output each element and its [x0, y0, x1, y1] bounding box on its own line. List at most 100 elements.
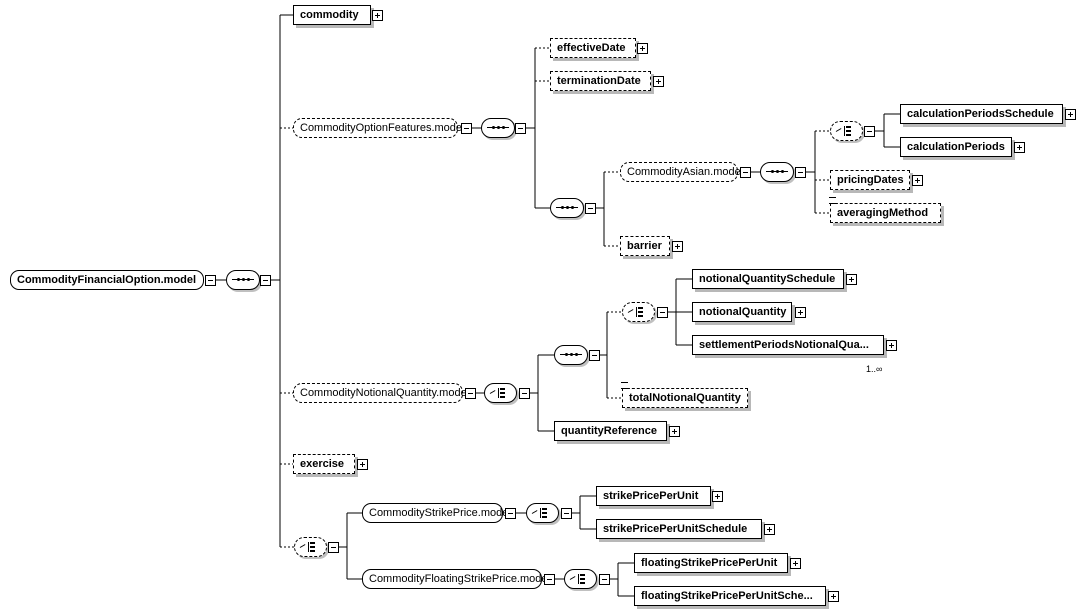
- element-pricing-dates[interactable]: pricingDates: [830, 170, 910, 190]
- element-label: strikePricePerUnit: [603, 489, 699, 502]
- strike-price-per-unit-expand-button[interactable]: [712, 491, 723, 502]
- effective-date-expand-button[interactable]: [637, 43, 648, 54]
- element-strike-price-per-unit-schedule[interactable]: strikePricePerUnitSchedule: [596, 519, 762, 539]
- element-calculation-periods-schedule[interactable]: calculationPeriodsSchedule: [900, 104, 1063, 124]
- group-label: CommodityNotionalQuantity.model: [300, 386, 470, 399]
- strike-choice-collapse-button[interactable]: [328, 542, 339, 553]
- element-label: calculationPeriodsSchedule: [907, 107, 1054, 120]
- group-commodity-strike-price[interactable]: CommodityStrikePrice.model: [362, 503, 511, 523]
- choice-icon: [300, 541, 322, 553]
- element-quantity-reference[interactable]: quantityReference: [554, 421, 667, 441]
- element-label: terminationDate: [557, 74, 641, 87]
- group-label: CommodityFloatingStrikePrice.model: [369, 572, 550, 585]
- floating-strike-price-per-unit-expand-button[interactable]: [790, 558, 801, 569]
- notional-quantity-collapse-button[interactable]: [465, 388, 476, 399]
- sequence-icon: [560, 351, 582, 359]
- quantity-reference-expand-button[interactable]: [669, 426, 680, 437]
- group-commodity-option-features[interactable]: CommodityOptionFeatures.model: [293, 118, 464, 138]
- element-termination-date[interactable]: terminationDate: [550, 71, 651, 91]
- element-label: floatingStrikePricePerUnitSche...: [641, 589, 813, 602]
- element-floating-strike-price-per-unit[interactable]: floatingStrikePricePerUnit: [634, 553, 788, 573]
- asian-barrier-sequence: [550, 198, 584, 218]
- element-label: barrier: [627, 239, 662, 252]
- element-label: settlementPeriodsNotionalQua...: [699, 338, 869, 351]
- notional-quantity-expand-button[interactable]: [795, 307, 806, 318]
- asian-sequence: [760, 162, 794, 182]
- element-barrier[interactable]: barrier: [620, 236, 670, 256]
- group-label: CommodityAsian.model: [627, 165, 744, 178]
- notional-sequence-collapse-button[interactable]: [589, 350, 600, 361]
- calculation-periods-choice-collapse-button[interactable]: [864, 126, 875, 137]
- element-label: averagingMethod: [837, 206, 929, 219]
- commodity-expand-button[interactable]: [372, 10, 383, 21]
- notional-inner-choice-collapse-button[interactable]: [657, 307, 668, 318]
- option-features-collapse-button[interactable]: [461, 123, 472, 134]
- strike-choice: [294, 537, 327, 557]
- sequence-icon: [556, 204, 578, 212]
- group-commodity-asian[interactable]: CommodityAsian.model: [620, 162, 743, 182]
- notional-sequence: [554, 345, 588, 365]
- element-label: notionalQuantitySchedule: [699, 272, 836, 285]
- element-label: commodity: [300, 8, 359, 21]
- notional-quantity-schedule-expand-button[interactable]: [846, 274, 857, 285]
- calculation-periods-schedule-expand-button[interactable]: [1065, 109, 1076, 120]
- element-label: totalNotionalQuantity: [629, 391, 741, 404]
- notional-quantity-choice-collapse-button[interactable]: [519, 388, 530, 399]
- element-exercise[interactable]: exercise: [293, 454, 355, 474]
- option-features-sequence: [481, 118, 515, 138]
- element-label: strikePricePerUnitSchedule: [603, 522, 748, 535]
- asian-collapse-button[interactable]: [740, 167, 751, 178]
- element-averaging-method[interactable]: averagingMethod: [829, 197, 941, 223]
- choice-icon: [490, 387, 512, 399]
- floating-strike-price-per-unit-schedule-expand-button[interactable]: [828, 591, 839, 602]
- root-sequence-collapse-button[interactable]: [260, 275, 271, 286]
- element-calculation-periods[interactable]: calculationPeriods: [900, 137, 1012, 157]
- notional-quantity-choice: [484, 383, 517, 403]
- option-features-sequence-collapse-button[interactable]: [515, 123, 526, 134]
- settlement-periods-expand-button[interactable]: [886, 340, 897, 351]
- strike-price-collapse-button[interactable]: [505, 508, 516, 519]
- asian-sequence-collapse-button[interactable]: [795, 167, 806, 178]
- element-commodity[interactable]: commodity: [293, 5, 371, 25]
- choice-icon: [532, 507, 554, 519]
- notional-inner-choice: [622, 302, 655, 322]
- element-notional-quantity[interactable]: notionalQuantity: [692, 302, 792, 322]
- element-label: floatingStrikePricePerUnit: [641, 556, 778, 569]
- strike-price-per-unit-schedule-expand-button[interactable]: [764, 524, 775, 535]
- choice-icon: [628, 306, 650, 318]
- floating-strike-price-choice-collapse-button[interactable]: [599, 574, 610, 585]
- root-collapse-button[interactable]: [205, 275, 216, 286]
- barrier-expand-button[interactable]: [672, 241, 683, 252]
- element-label: effectiveDate: [557, 41, 626, 54]
- strike-price-choice: [526, 503, 559, 523]
- element-label: pricingDates: [837, 173, 904, 186]
- sequence-icon: [232, 276, 254, 284]
- choice-icon: [570, 573, 592, 585]
- termination-date-expand-button[interactable]: [653, 76, 664, 87]
- pricing-dates-expand-button[interactable]: [912, 175, 923, 186]
- element-strike-price-per-unit[interactable]: strikePricePerUnit: [596, 486, 711, 506]
- element-label: exercise: [300, 457, 345, 470]
- choice-icon: [836, 125, 858, 137]
- group-label: CommodityOptionFeatures.model: [300, 121, 465, 134]
- element-label: notionalQuantity: [699, 305, 787, 318]
- cardinality-label: 1..∞: [866, 364, 883, 374]
- root-model-label: CommodityFinancialOption.model: [17, 273, 197, 286]
- strike-price-choice-collapse-button[interactable]: [561, 508, 572, 519]
- asian-barrier-sequence-collapse-button[interactable]: [585, 203, 596, 214]
- floating-strike-price-collapse-button[interactable]: [544, 574, 555, 585]
- sequence-icon: [766, 168, 788, 176]
- group-commodity-notional-quantity[interactable]: CommodityNotionalQuantity.model: [293, 383, 469, 403]
- element-settlement-periods-notional-quantity[interactable]: settlementPeriodsNotionalQua...: [692, 335, 884, 355]
- exercise-expand-button[interactable]: [357, 459, 368, 470]
- group-commodity-floating-strike-price[interactable]: CommodityFloatingStrikePrice.model: [362, 569, 550, 589]
- root-model-node[interactable]: CommodityFinancialOption.model: [10, 270, 204, 290]
- element-notional-quantity-schedule[interactable]: notionalQuantitySchedule: [692, 269, 844, 289]
- group-label: CommodityStrikePrice.model: [369, 506, 511, 519]
- element-effective-date[interactable]: effectiveDate: [550, 38, 636, 58]
- element-floating-strike-price-per-unit-schedule[interactable]: floatingStrikePricePerUnitSche...: [634, 586, 826, 606]
- calculation-periods-expand-button[interactable]: [1014, 142, 1025, 153]
- element-total-notional-quantity[interactable]: totalNotionalQuantity: [621, 382, 748, 408]
